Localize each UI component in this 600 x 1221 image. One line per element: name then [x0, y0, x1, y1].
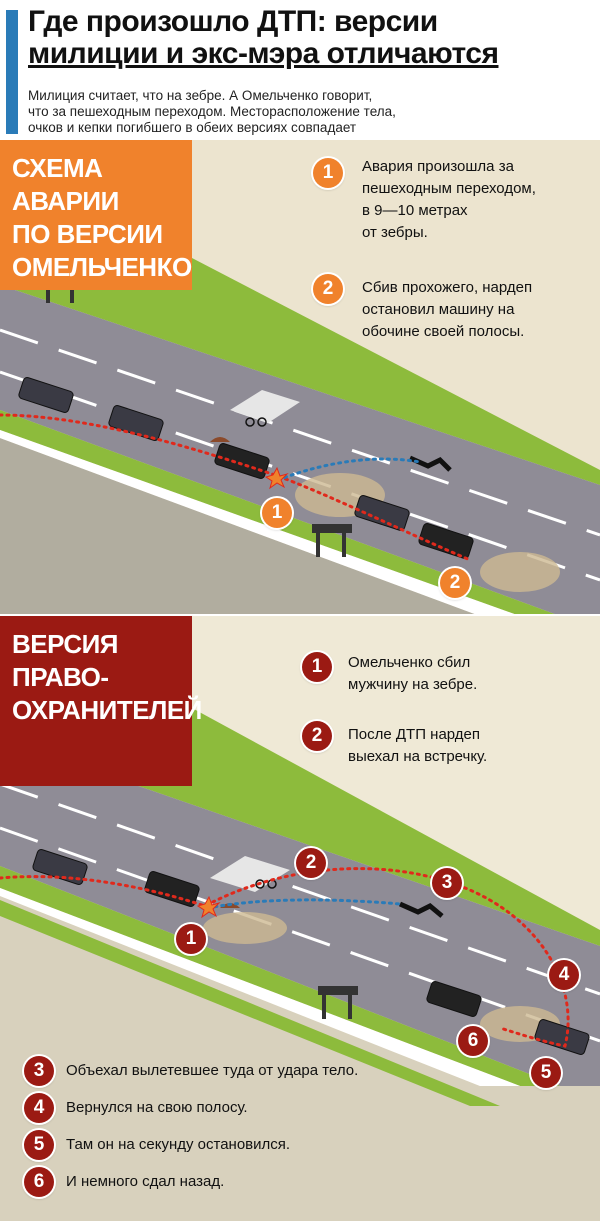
- body-icon: [398, 901, 444, 918]
- curb: [0, 430, 520, 616]
- headline-line-2: милиции и экс-мэра отличаются: [28, 37, 499, 70]
- cap-icon: [210, 437, 230, 442]
- impact-icon: [196, 895, 221, 919]
- grass-upper: [0, 258, 600, 485]
- map-marker: 5: [531, 1058, 561, 1088]
- legend-line: мужчину на зебре.: [348, 676, 478, 693]
- legend-line: выехал на встречку.: [348, 748, 488, 765]
- legend-line: Авария произошла за: [362, 158, 514, 175]
- car-icon: [426, 981, 482, 1017]
- legend-number: 6: [24, 1167, 54, 1197]
- legend-number: 1: [302, 652, 332, 682]
- map-marker: 1: [262, 498, 292, 528]
- legend-text: Сбив прохожего, нардеп остановил машину …: [362, 277, 532, 343]
- panel-title: ВЕРСИЯ ПРАВО- ОХРАНИТЕЛЕЙ: [0, 616, 202, 786]
- legend-line: обочине своей полосы.: [362, 323, 525, 340]
- subheadline-line-3: очков и кепки погибшего в обеих версиях …: [28, 120, 357, 135]
- map-marker: 2: [296, 848, 326, 878]
- legend-number: 4: [24, 1093, 54, 1123]
- map-marker: 6: [458, 1026, 488, 1056]
- map-marker: 3: [432, 868, 462, 898]
- grass-median: [0, 866, 560, 1086]
- legend-line: После ДТП нардеп: [348, 726, 480, 743]
- subheadline-line-1: Милиция считает, что на зебре. А Омельче…: [28, 88, 373, 103]
- dust-cloud-2: [480, 552, 560, 592]
- panel-title-line: ПРАВО-: [12, 662, 109, 692]
- dust-cloud: [203, 912, 287, 944]
- header-accent-bar: [6, 10, 18, 134]
- panel-title-line: ОМЕЛЬЧЕНКО: [12, 252, 192, 282]
- headline-line-1: Где произошло ДТП: версии: [28, 5, 438, 38]
- legend-number: 3: [24, 1056, 54, 1086]
- legend-number: 5: [24, 1130, 54, 1160]
- legend-text: Авария произошла за пешеходным переходом…: [362, 156, 536, 244]
- lane-line-1: [0, 782, 600, 996]
- panel-title-line: ВЕРСИЯ: [12, 629, 118, 659]
- panel-omelchenko-version: СХЕМА АВАРИИ ПО ВЕРСИИ ОМЕЛЬЧЕНКО 1 Авар…: [0, 140, 600, 616]
- lower-area: [0, 896, 600, 1221]
- car-icon: [144, 871, 200, 907]
- map-marker: 2: [440, 568, 470, 598]
- body-icon: [408, 455, 452, 472]
- legend-line: Омельченко сбил: [348, 654, 471, 671]
- panel-title-line: ОХРАНИТЕЛЕЙ: [12, 695, 202, 725]
- header: Где произошло ДТП: версии милиции и экс-…: [0, 0, 600, 140]
- impact-icon: [264, 466, 289, 490]
- subheadline-line-2: что за пешеходным переходом. Местораспол…: [28, 104, 396, 119]
- crosswalk: [210, 856, 290, 892]
- map-marker: 1: [176, 924, 206, 954]
- headline: Где произошло ДТП: версии милиции и экс-…: [28, 6, 598, 70]
- legend-text: И немного сдал назад.: [66, 1173, 225, 1190]
- legend-text: Омельченко сбил мужчину на зебре.: [348, 652, 477, 696]
- body-path: [206, 898, 402, 910]
- car-path: [0, 867, 570, 1048]
- panel-title-line: СХЕМА АВАРИИ: [12, 153, 119, 216]
- car-icon: [354, 495, 410, 531]
- bus-stop-icon: [318, 986, 358, 1019]
- legend-line: Сбив прохожего, нардеп: [362, 279, 533, 296]
- legend-number: 2: [302, 721, 332, 751]
- scene-omelchenko: [0, 258, 600, 616]
- legend-text: Объехал вылетевшее туда от удара тело.: [66, 1062, 359, 1079]
- glasses-icon: [245, 417, 267, 427]
- map-marker: 4: [549, 960, 579, 990]
- crosswalk: [230, 390, 300, 423]
- subheadline: Милиция считает, что на зебре. А Омельче…: [28, 88, 588, 136]
- bus-stop-icon: [312, 524, 352, 557]
- body-path: [276, 457, 422, 482]
- car-icon: [534, 1019, 590, 1055]
- legend-line: в 9—10 метрах: [362, 202, 468, 219]
- legend-number: 1: [313, 158, 343, 188]
- car-icon: [418, 523, 474, 559]
- lane-line-2: [0, 370, 600, 582]
- legend-line: пешеходным переходом,: [362, 180, 536, 197]
- lane-line-1: [0, 328, 600, 537]
- legend-text: Там он на секунду остановился.: [66, 1136, 291, 1153]
- legend-line: остановил машину на: [362, 301, 515, 318]
- panel-title-line: ПО ВЕРСИИ: [12, 219, 163, 249]
- curb: [0, 888, 520, 1086]
- car-icon: [214, 443, 270, 479]
- car-icon: [18, 377, 74, 413]
- scene-police: [0, 708, 600, 1221]
- lane-line-2: [0, 826, 600, 1043]
- legend-text: После ДТП нардеп выехал на встречку.: [348, 724, 487, 768]
- legend-text: Вернулся на свою полосу.: [66, 1099, 248, 1116]
- grass-lower: [0, 900, 500, 1106]
- legend-number: 2: [313, 274, 343, 304]
- legend-line: от зебры.: [362, 224, 428, 241]
- panel-police-version: ВЕРСИЯ ПРАВО- ОХРАНИТЕЛЕЙ 1 Омельченко с…: [0, 616, 600, 1221]
- panel-title: СХЕМА АВАРИИ ПО ВЕРСИИ ОМЕЛЬЧЕНКО: [0, 140, 192, 290]
